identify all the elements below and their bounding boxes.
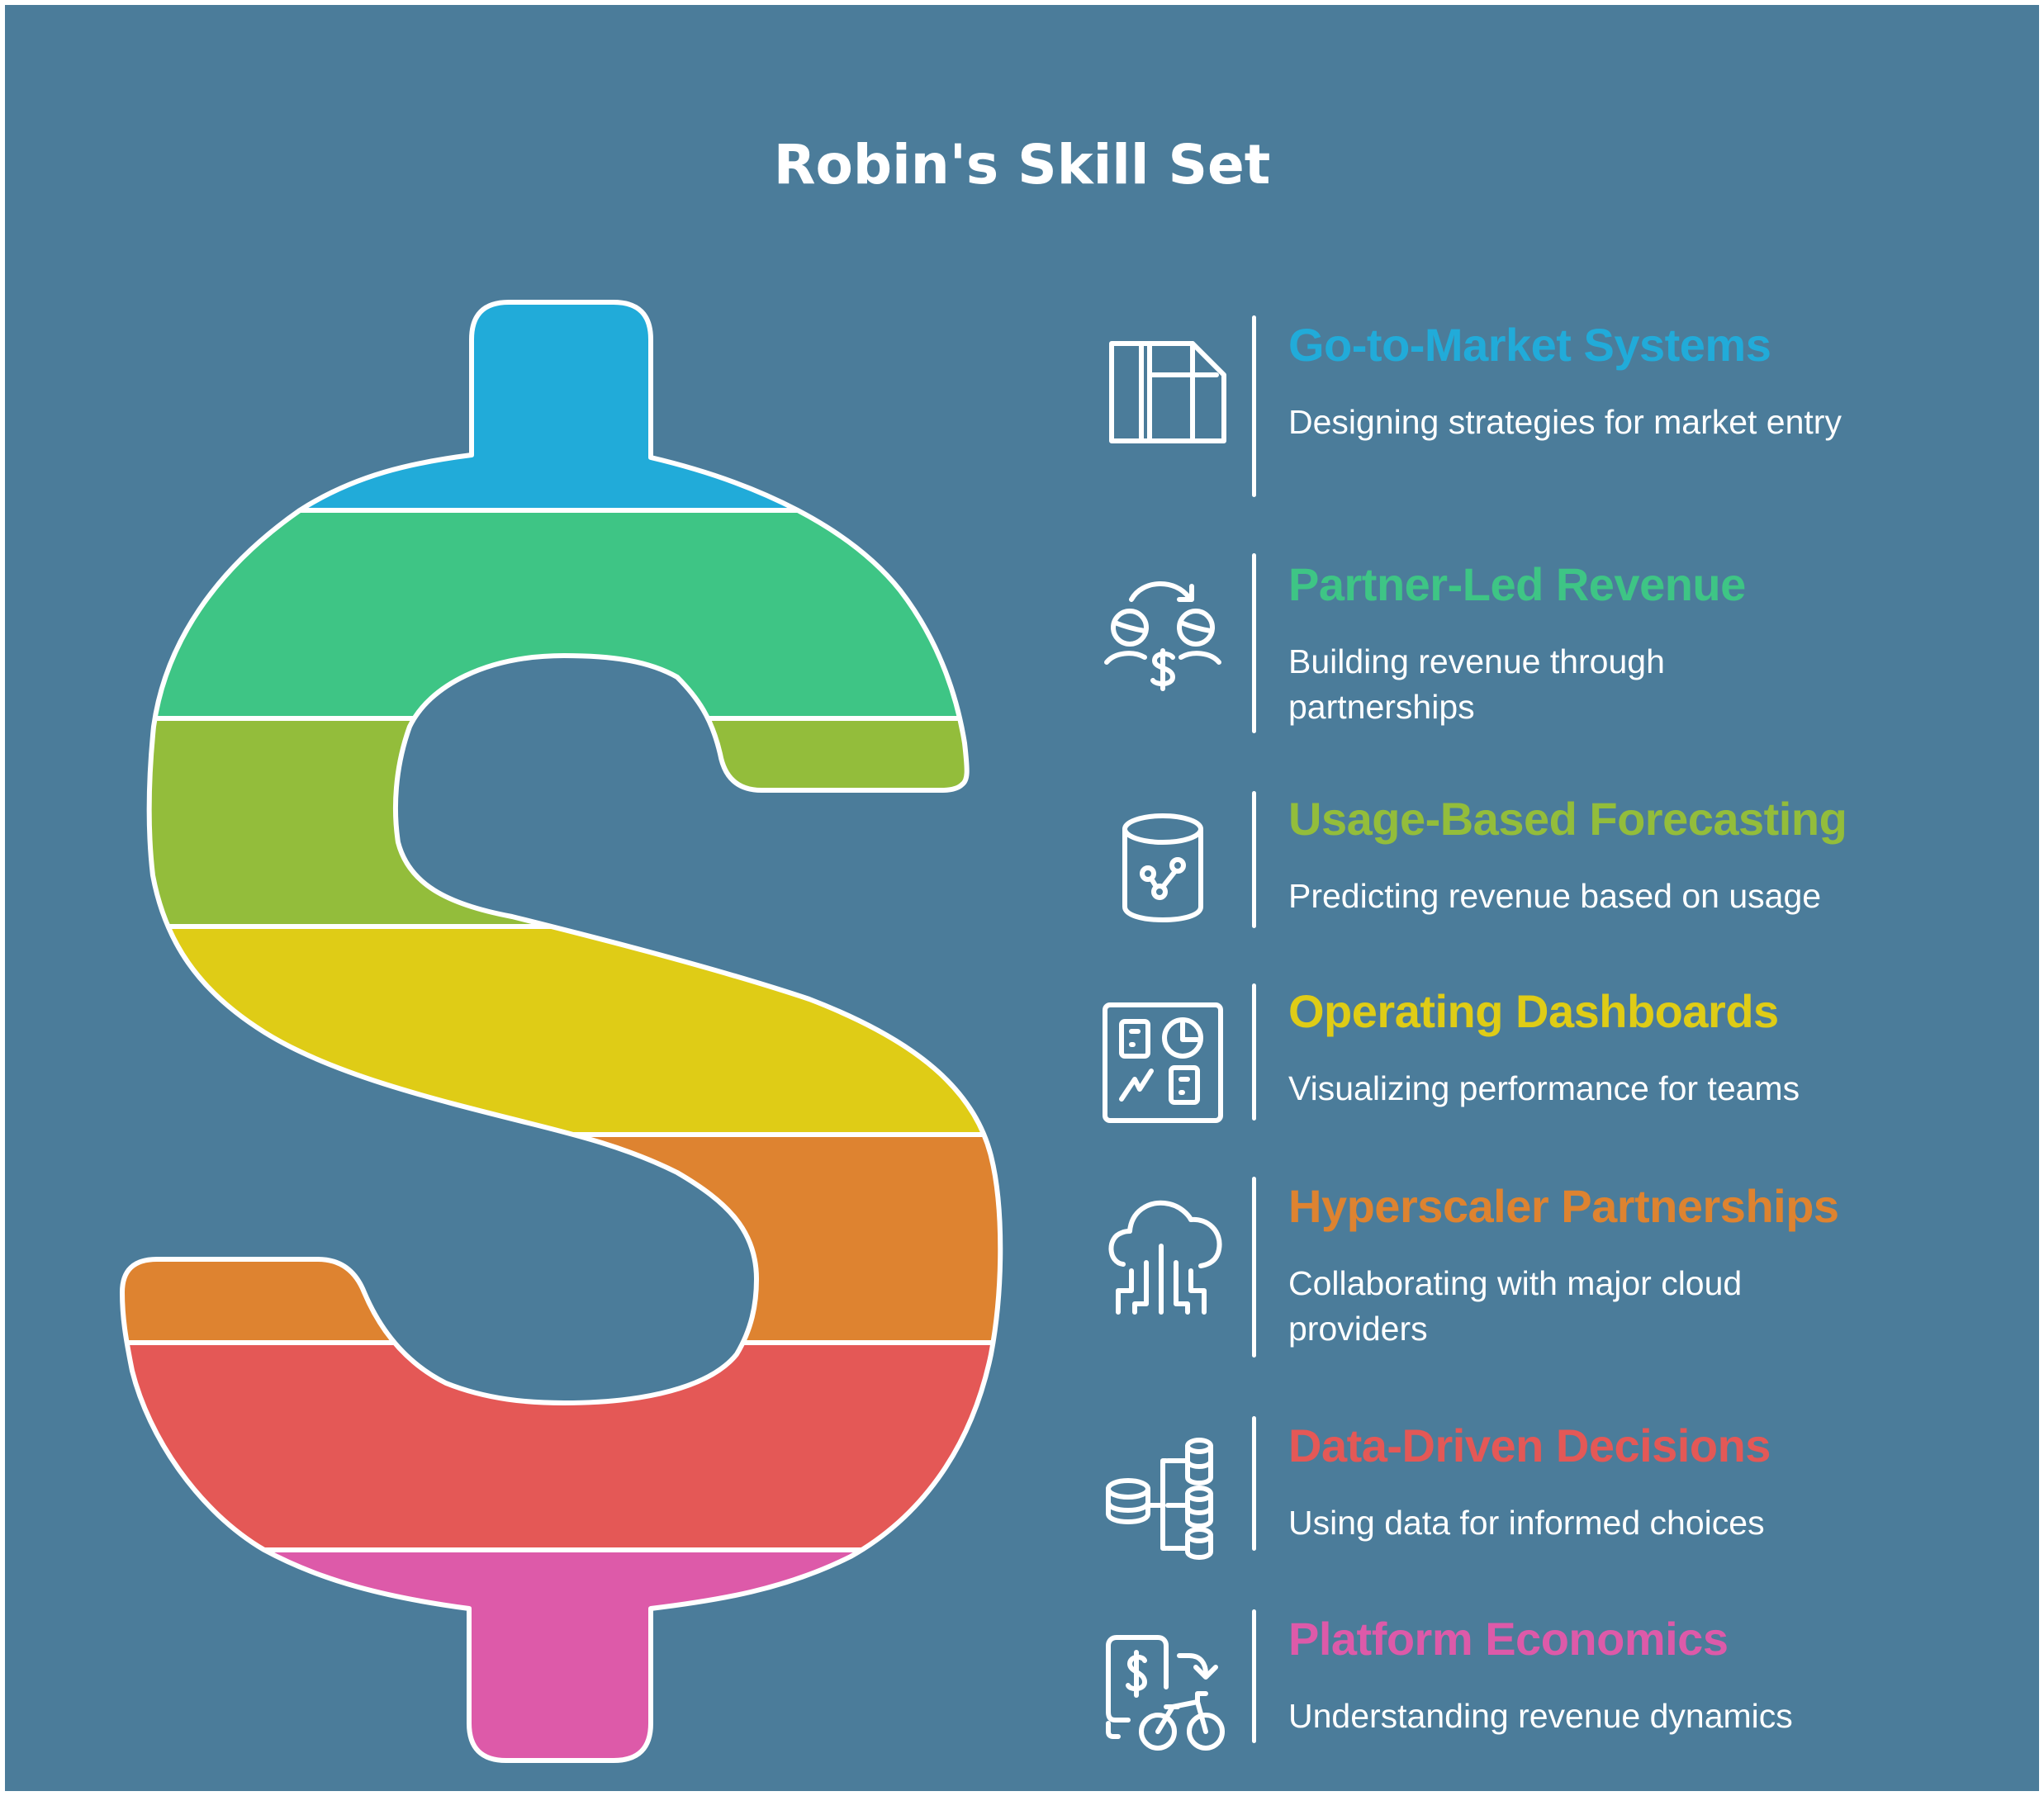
skill-item-data-driven: Data-Driven Decisions Using data for inf… [1090,1416,2015,1560]
skill-title: Platform Economics [1288,1613,1729,1665]
skill-divider [1252,553,1256,733]
skill-item-partner-led: Partner-Led Revenue Building revenue thr… [1090,553,2015,733]
skill-divider [1252,315,1256,497]
partners-exchange-dollar-icon [1104,581,1221,691]
skill-divider [1252,1416,1256,1551]
database-graph-icon [1122,813,1203,922]
band-platform-economics [122,1550,1001,1760]
skill-description: Understanding revenue dynamics [1288,1697,1793,1735]
skill-description: Building revenue through partnerships [1288,642,1665,726]
skill-title: Operating Dashboards [1288,985,1779,1037]
skill-description: Predicting revenue based on usage [1288,877,1822,915]
skill-title: Usage-Based Forecasting [1288,793,1847,845]
cloud-circuit-icon [1108,1200,1222,1315]
skill-description: Visualizing performance for teams [1288,1069,1800,1107]
skill-divider [1252,1177,1256,1358]
payment-bike-icon [1106,1635,1225,1751]
skill-item-hyperscaler: Hyperscaler Partnerships Collaborating w… [1090,1177,2015,1358]
band-usage-based [122,718,1001,926]
skill-divider [1252,1609,1256,1743]
band-operating-dashboards [122,926,1001,1135]
skill-divider [1252,983,1256,1121]
skill-item-platform-economics: Platform Economics Understanding revenue… [1090,1609,2015,1751]
skill-title: Go-to-Market Systems [1288,319,1771,371]
band-data-driven [122,1343,1001,1550]
skill-description: Using data for informed choices [1288,1504,1765,1542]
page-title: Robin's Skill Set [773,133,1271,197]
dashboard-icon [1103,1002,1223,1123]
skill-title: Hyperscaler Partnerships [1288,1180,1839,1232]
skill-divider [1252,791,1256,928]
band-hyperscaler [122,1135,1001,1343]
skill-description: Collaborating with major cloud providers [1288,1264,1743,1348]
books-folders-icon [1109,341,1226,443]
skill-title: Partner-Led Revenue [1288,558,1746,610]
band-partner-led [122,510,1001,718]
skill-item-usage-based: Usage-Based Forecasting Predicting reven… [1090,791,2015,928]
database-tree-icon [1106,1438,1213,1560]
skill-description: Designing strategies for market entry [1288,403,1842,441]
band-go-to-market [122,302,1001,510]
skill-title: Data-Driven Decisions [1288,1419,1771,1471]
skill-item-go-to-market: Go-to-Market Systems Designing strategie… [1090,315,2015,497]
skill-item-operating-dashboards: Operating Dashboards Visualizing perform… [1090,983,2015,1123]
